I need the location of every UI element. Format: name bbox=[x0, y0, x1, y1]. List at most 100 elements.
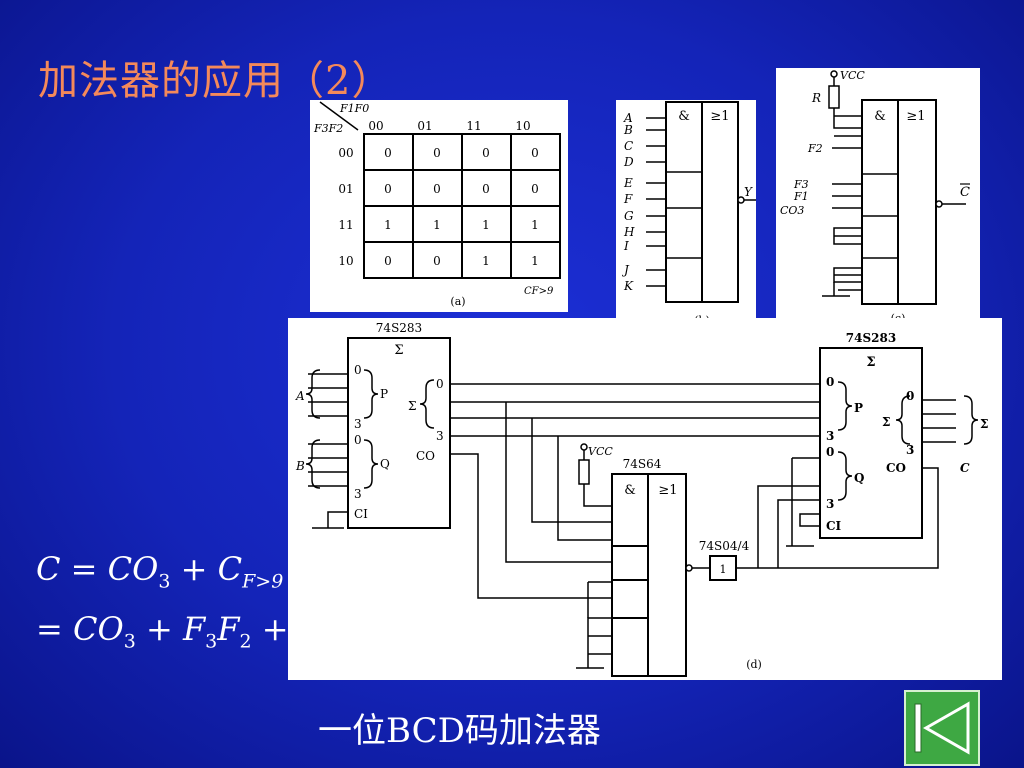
eq2-term1-sub: 3 bbox=[123, 630, 136, 653]
back-to-start-icon bbox=[914, 701, 970, 755]
chip1-q-bit0: 0 bbox=[354, 433, 362, 447]
gate-b-input: D bbox=[623, 155, 634, 169]
kmap-cell: 0 bbox=[384, 182, 392, 196]
gate-b-input: G bbox=[624, 209, 634, 223]
kmap-corner-left: F3F2 bbox=[313, 122, 343, 135]
carry-gate-panel: VCC R & ≥1 F2 bbox=[776, 68, 980, 330]
kmap-row-header: 10 bbox=[338, 254, 353, 268]
eq2-f2-sub: 2 bbox=[239, 630, 252, 653]
gate-d-vcc: VCC bbox=[588, 445, 613, 458]
chip1-p-bit0: 0 bbox=[354, 363, 362, 377]
kmap-col-header: 00 bbox=[368, 119, 383, 133]
gate-b-input: I bbox=[623, 239, 629, 253]
gate-b-input: B bbox=[623, 123, 633, 137]
chip1-q-label: Q bbox=[380, 457, 390, 471]
gate-c-or-symbol: ≥1 bbox=[906, 109, 925, 124]
kmap-figure-label: (a) bbox=[450, 295, 465, 308]
gate-b-input: E bbox=[623, 176, 633, 190]
gate-c-input: F2 bbox=[807, 142, 823, 155]
chip1-p-bit3: 3 bbox=[354, 417, 362, 431]
chip2-q-label: Q bbox=[854, 471, 864, 485]
chip2-ci-label: CI bbox=[826, 519, 842, 533]
eq1-equals: = bbox=[70, 550, 98, 588]
chip1-p-label: P bbox=[380, 387, 388, 401]
gate-d-or-symbol: ≥1 bbox=[658, 483, 677, 498]
eq1-term1-sub: 3 bbox=[158, 570, 171, 593]
and-or-gate-panel: & ≥1 A B C D E F G H I J K Y bbox=[616, 100, 756, 332]
eq2-equals: = bbox=[36, 610, 63, 648]
eq2-f2: F bbox=[217, 610, 240, 648]
chip2-s-bit0: 0 bbox=[906, 389, 914, 403]
chip1-input-b: B bbox=[295, 459, 305, 473]
gate-b-or-symbol: ≥1 bbox=[710, 109, 729, 124]
inverter-name: 74S04/4 bbox=[699, 539, 750, 553]
eq2-f3a-sub: 3 bbox=[205, 630, 218, 653]
chip2-sigma: Σ bbox=[866, 355, 875, 370]
eq1-plus: + bbox=[180, 550, 208, 588]
chip2-p-label: P bbox=[854, 401, 863, 415]
gate-c-vcc: VCC bbox=[840, 69, 865, 82]
chip2-co-label: CO bbox=[886, 461, 906, 475]
kmap-cell: 0 bbox=[433, 254, 441, 268]
gate-c-input: F3 bbox=[793, 178, 809, 191]
chip1-s-bit0: 0 bbox=[436, 377, 444, 391]
chip2-output-c: C bbox=[960, 461, 970, 475]
kmap-row-header: 00 bbox=[338, 146, 353, 160]
kmap-cell: 0 bbox=[384, 146, 392, 160]
chip2-output-sum: Σ bbox=[980, 417, 988, 431]
eq2-f3b: F bbox=[298, 610, 321, 648]
slide-title: 加法器的应用（2） bbox=[38, 58, 393, 104]
eq2-f1-sub: 1 bbox=[355, 630, 368, 653]
eq2-plus1: + bbox=[145, 610, 173, 648]
kmap-corner-top: F1F0 bbox=[339, 102, 369, 115]
gate-c-resistor: R bbox=[811, 91, 821, 105]
kmap-cell: 1 bbox=[531, 254, 539, 268]
chip1-s-bit3: 3 bbox=[436, 429, 444, 443]
gate-c-and-symbol: & bbox=[874, 109, 886, 124]
chip1-ci-label: CI bbox=[354, 507, 368, 521]
chip2-q-bit0: 0 bbox=[826, 445, 834, 459]
kmap-cell: 0 bbox=[433, 182, 441, 196]
kmap-cell: 0 bbox=[482, 182, 490, 196]
kmap-cell: 0 bbox=[433, 146, 441, 160]
bcd-adder-circuit-panel: 74S283 Σ 74S283 Σ 74S64 & ≥1 74S04/4 1 V… bbox=[288, 318, 1002, 680]
karnaugh-map-panel: F1F0 F3F2 00 01 11 10 00 01 11 10 0 0 0 … bbox=[310, 100, 568, 312]
gate-d-and-symbol: & bbox=[624, 483, 636, 498]
chip1-sigma: Σ bbox=[394, 343, 403, 358]
eq1-lhs: C bbox=[36, 550, 61, 588]
gate-b-input: F bbox=[623, 192, 633, 206]
eq2-term1: CO bbox=[72, 610, 124, 648]
chip2-name: 74S283 bbox=[846, 331, 896, 345]
chip2-p-bit3: 3 bbox=[826, 429, 834, 443]
back-to-start-button[interactable] bbox=[904, 690, 980, 766]
kmap-col-header: 10 bbox=[515, 119, 530, 133]
kmap-cell: 1 bbox=[531, 218, 539, 232]
inverter-symbol: 1 bbox=[720, 563, 727, 576]
kmap-col-header: 01 bbox=[417, 119, 432, 133]
gate-b-input: J bbox=[621, 263, 630, 277]
chip1-co-label: CO bbox=[416, 449, 435, 463]
chip2-sum-label: Σ bbox=[882, 415, 890, 429]
gate-c-input: CO3 bbox=[780, 204, 804, 217]
chip1-input-a: A bbox=[295, 389, 305, 403]
chip1-q-bit3: 3 bbox=[354, 487, 362, 501]
equation-line-1: C = CO3 + CF>9 bbox=[36, 550, 283, 592]
eq2-f1: F bbox=[333, 610, 356, 648]
chip2-s-bit3: 3 bbox=[906, 443, 914, 457]
chip1-name: 74S283 bbox=[376, 321, 422, 335]
gate-b-input: A bbox=[623, 111, 633, 125]
gate-b-and-symbol: & bbox=[678, 109, 690, 124]
kmap-col-header: 11 bbox=[466, 119, 481, 133]
eq1-term2-sub: F>9 bbox=[242, 570, 284, 593]
eq1-term2: C bbox=[217, 550, 243, 588]
kmap-cell: 1 bbox=[482, 254, 490, 268]
equation-line-2: = CO3 + F3F2 + F3F1 bbox=[36, 610, 367, 652]
kmap-output-label: CF>9 bbox=[524, 286, 554, 297]
gate-b-output: Y bbox=[744, 185, 753, 199]
kmap-cell: 0 bbox=[482, 146, 490, 160]
gate-c-input: F1 bbox=[793, 190, 809, 203]
kmap-cell: 0 bbox=[384, 254, 392, 268]
gate-c-output: C bbox=[960, 185, 970, 200]
gate-b-input: H bbox=[623, 225, 635, 239]
kmap-cell: 1 bbox=[384, 218, 392, 232]
